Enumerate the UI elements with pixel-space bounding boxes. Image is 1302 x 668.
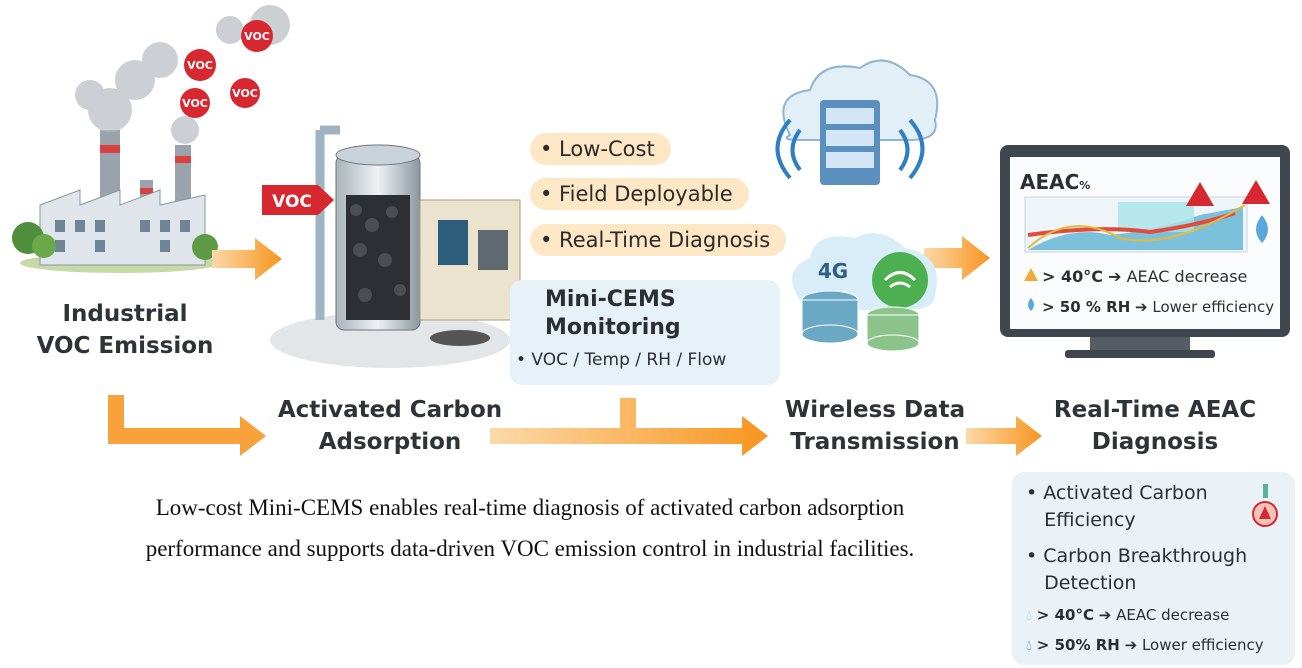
rule-effect: AEAC decrease bbox=[1126, 267, 1248, 286]
diagnosis-item-efficiency: • Activated Carbon Efficiency bbox=[1026, 482, 1208, 531]
voc-tag: VOC bbox=[187, 59, 213, 72]
feature-pill-real-time-diagnosis: • Real-Time Diagnosis bbox=[530, 224, 787, 256]
stage-label-emission: Industrial VOC Emission bbox=[10, 298, 240, 362]
title-line: Mini-CEMS bbox=[545, 287, 676, 312]
rule-condition: > 50% RH bbox=[1036, 636, 1120, 654]
droplet-icon: 💧︎ bbox=[1026, 636, 1033, 654]
item-line: Activated Carbon bbox=[1043, 482, 1208, 504]
monitor-title: AEAC% bbox=[1020, 170, 1090, 194]
caption-line: Low-cost Mini-CEMS enables real-time dia… bbox=[155, 495, 905, 520]
monitor-icon bbox=[1000, 145, 1290, 358]
mini-cems-params: • VOC / Temp / RH / Flow bbox=[516, 350, 727, 370]
title-line: Monitoring bbox=[545, 315, 681, 340]
alarm-gauge-icon bbox=[1252, 484, 1278, 527]
rule-effect: Lower efficiency bbox=[1141, 636, 1264, 654]
label-line: Real-Time AEAC bbox=[1053, 397, 1257, 423]
rule-effect: AEAC decrease bbox=[1116, 606, 1230, 624]
stage-label-diagnosis: Real-Time AEAC Diagnosis bbox=[1030, 394, 1280, 458]
rule-effect: Lower efficiency bbox=[1152, 298, 1275, 316]
item-line: Carbon Breakthrough bbox=[1043, 545, 1248, 567]
voc-bubble-labels: VOC VOC VOC VOC bbox=[182, 30, 270, 110]
diagnosis-rule-rh: 💧︎ > 50% RH ➔ Lower efficiency bbox=[1026, 636, 1264, 654]
item-line: Efficiency bbox=[1044, 509, 1136, 531]
caption: Low-cost Mini-CEMS enables real-time dia… bbox=[60, 487, 1000, 569]
stage-label-transmission: Wireless Data Transmission bbox=[760, 394, 990, 458]
label-line: Industrial bbox=[62, 301, 188, 327]
diagnosis-rule-temp: 💧︎ > 40°C ➔ AEAC decrease bbox=[1026, 606, 1230, 624]
feature-pill-field-deployable: • Field Deployable bbox=[530, 178, 749, 210]
voc-input-arrow: VOC bbox=[262, 185, 334, 215]
diagnosis-panel: • Activated Carbon Efficiency • Carbon B… bbox=[1012, 472, 1295, 665]
feature-pill-low-cost: • Low-Cost bbox=[530, 133, 671, 165]
voc-tag: VOC bbox=[232, 87, 258, 100]
factory-icon bbox=[12, 5, 290, 273]
diagnosis-item-breakthrough: • Carbon Breakthrough Detection bbox=[1026, 545, 1248, 594]
label-line: Transmission bbox=[790, 429, 960, 455]
mini-cems-title: Mini-CEMS Monitoring bbox=[545, 286, 681, 342]
voc-tag: VOC bbox=[182, 97, 208, 110]
svg-text:4G: 4G bbox=[818, 259, 848, 283]
mini-cems-panel: Mini-CEMS Monitoring • VOC / Temp / RH /… bbox=[510, 280, 780, 385]
label-line: VOC Emission bbox=[36, 333, 214, 359]
aeac-unit: % bbox=[1079, 179, 1091, 192]
voc-tag: VOC bbox=[244, 30, 270, 43]
stage-label-adsorption: Activated Carbon Adsorption bbox=[260, 394, 520, 458]
rule-condition: > 40°C bbox=[1036, 606, 1094, 624]
label-line: Activated Carbon bbox=[277, 397, 503, 423]
monitor-rule-rh: > 50 % RH ➔ Lower efficiency bbox=[1042, 298, 1275, 316]
rule-condition: > 40°C bbox=[1042, 267, 1103, 286]
flow-arrows bbox=[108, 236, 1042, 456]
label-line: Wireless Data bbox=[784, 397, 966, 423]
4g-database-icon: 4G bbox=[792, 233, 937, 352]
aeac-title: AEAC bbox=[1020, 170, 1080, 194]
caption-line: performance and supports data-driven VOC… bbox=[145, 536, 915, 561]
label-line: Adsorption bbox=[318, 429, 462, 455]
rule-condition: > 50 % RH bbox=[1042, 298, 1131, 316]
monitor-rule-temp: > 40°C ➔ AEAC decrease bbox=[1042, 267, 1248, 286]
adsorption-column-icon bbox=[270, 125, 521, 368]
droplet-icon: 💧︎ bbox=[1026, 606, 1033, 624]
label-line: Diagnosis bbox=[1091, 429, 1219, 455]
voc-bubbles bbox=[180, 20, 273, 118]
cloud-server-icon bbox=[775, 59, 939, 185]
svg-text:VOC: VOC bbox=[272, 192, 312, 212]
item-line: Detection bbox=[1044, 572, 1137, 594]
